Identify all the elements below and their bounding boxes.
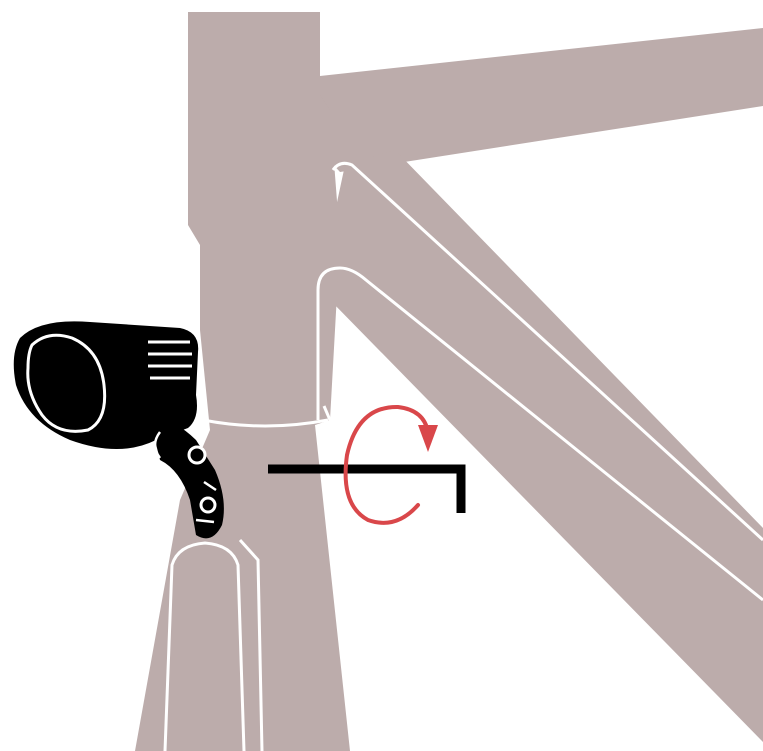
clamp-slot bbox=[322, 405, 332, 470]
bracket-edge bbox=[153, 431, 217, 524]
frame-inner-line bbox=[316, 266, 763, 602]
front-light-icon bbox=[13, 321, 224, 539]
light-cooling-fins bbox=[148, 340, 192, 380]
bicycle-frame bbox=[135, 12, 763, 751]
top-tube bbox=[320, 28, 763, 172]
light-bracket bbox=[150, 419, 224, 539]
fork-blade bbox=[163, 541, 246, 751]
light-lens bbox=[26, 333, 107, 433]
head-tube bbox=[135, 12, 350, 751]
rotation-arc bbox=[343, 404, 430, 525]
headset-ring bbox=[202, 418, 329, 428]
down-tube bbox=[330, 150, 763, 742]
bracket-bolt-lower bbox=[199, 496, 217, 514]
hex-key-icon bbox=[268, 464, 466, 513]
down-tube-edge-line bbox=[331, 161, 763, 542]
bracket-bolt-upper bbox=[187, 445, 207, 465]
rotation-arrowhead bbox=[418, 425, 438, 452]
rotate-clockwise-arrow-icon bbox=[343, 404, 438, 525]
fork-crown-line bbox=[238, 538, 264, 751]
